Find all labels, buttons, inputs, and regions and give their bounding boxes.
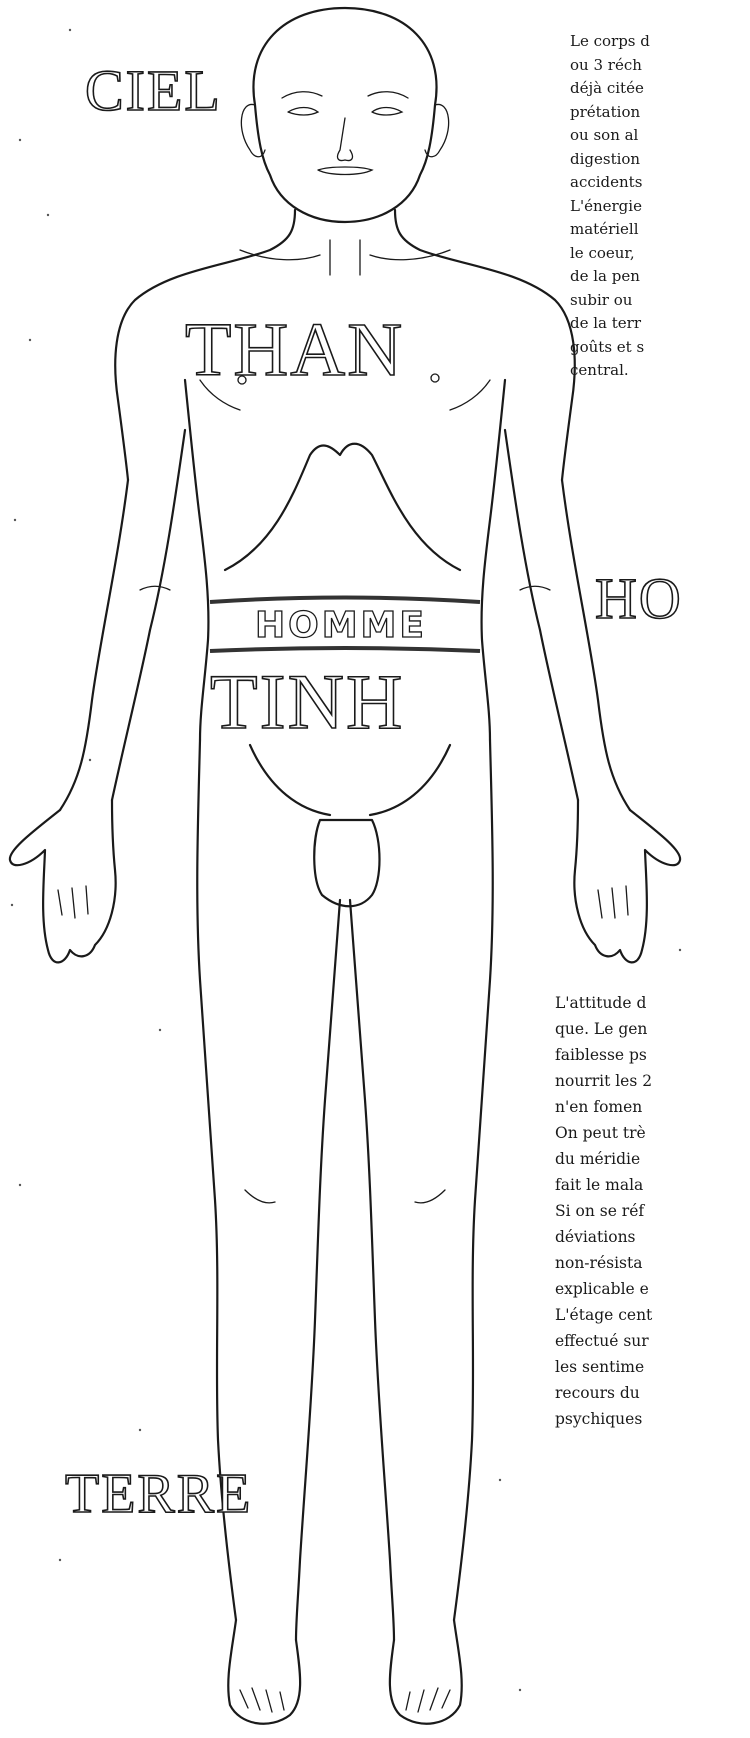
commentary-top-line: déjà citée	[570, 79, 644, 97]
label-homme-right: HO	[595, 566, 683, 631]
commentary-bottom-line: effectué sur	[555, 1332, 649, 1350]
commentary-bottom-line: que. Le gen	[555, 1020, 647, 1038]
label-terre: TERRE	[65, 1463, 252, 1525]
commentary-bottom-line: du méridie	[555, 1150, 640, 1168]
commentary-top-line: prétation	[570, 103, 640, 121]
commentary-bottom-line: déviations	[555, 1228, 636, 1246]
commentary-bottom-line: L'attitude d	[555, 994, 646, 1012]
commentary-top-line: accidents	[570, 173, 642, 191]
commentary-bottom-line: explicable e	[555, 1280, 649, 1298]
commentary-bottom: L'attitude d que. Le gen faiblesse ps no…	[555, 990, 750, 1500]
commentary-top-line: L'énergie	[570, 197, 642, 215]
commentary-bottom-line: non-résista	[555, 1254, 642, 1272]
commentary-bottom-line: recours du	[555, 1384, 640, 1402]
commentary-top-line: Le corps d	[570, 32, 650, 50]
label-than: THAN	[185, 308, 404, 392]
commentary-bottom-line: les sentime	[555, 1358, 644, 1376]
commentary-bottom-line: psychiques	[555, 1410, 642, 1428]
label-ciel: CIEL	[85, 58, 222, 123]
label-tinh: TINH	[210, 658, 404, 745]
pelvis	[250, 745, 450, 906]
commentary-top-line: ou 3 réch	[570, 56, 642, 74]
commentary-top-line: de la pen	[570, 267, 640, 285]
commentary-bottom-line: n'en fomen	[555, 1098, 642, 1116]
commentary-top-line: central.	[570, 361, 629, 379]
commentary-top-line: de la terr	[570, 314, 641, 332]
commentary-bottom-line: Si on se réf	[555, 1202, 644, 1220]
head	[241, 8, 448, 222]
commentary-bottom-line: nourrit les 2	[555, 1072, 652, 1090]
commentary-top-line: subir ou	[570, 291, 632, 309]
commentary-top-line: goûts et s	[570, 338, 644, 356]
commentary-bottom-line: faiblesse ps	[555, 1046, 647, 1064]
commentary-bottom-line: On peut trè	[555, 1124, 646, 1142]
commentary-bottom-line: L'étage cent	[555, 1306, 652, 1324]
commentary-top-line: digestion	[570, 150, 640, 168]
commentary-top-line: matériell	[570, 220, 639, 238]
commentary-bottom-line: fait le mala	[555, 1176, 643, 1194]
label-homme-center: HOMME	[255, 605, 427, 646]
legs	[197, 740, 492, 1724]
commentary-top-line: le coeur,	[570, 244, 635, 262]
commentary-top-line: ou son al	[570, 126, 638, 144]
commentary-top: Le corps d ou 3 réch déjà citée prétatio…	[570, 30, 750, 510]
